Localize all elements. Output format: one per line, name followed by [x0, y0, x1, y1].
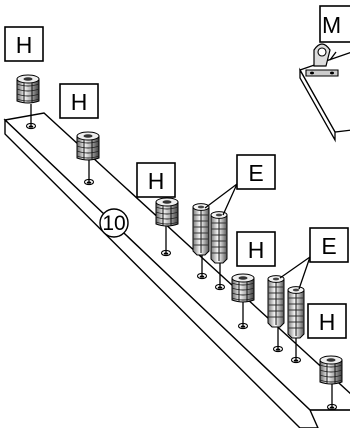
label-h: H	[236, 231, 276, 267]
svg-text:H: H	[71, 89, 88, 115]
corner-panel	[299, 43, 350, 143]
camlock-insert	[76, 131, 100, 161]
svg-text:H: H	[148, 168, 165, 194]
svg-text:M: M	[322, 12, 341, 38]
dowel-anchor	[210, 211, 228, 264]
label-h: H	[59, 83, 99, 119]
camlock-insert	[231, 273, 255, 303]
panel-10	[3, 112, 350, 428]
part-number-label: 10	[102, 212, 125, 235]
svg-text:H: H	[16, 32, 33, 58]
camlock-insert	[319, 355, 343, 385]
label-e: E	[204, 154, 276, 216]
camlock-insert	[16, 74, 40, 104]
svg-text:H: H	[319, 309, 336, 335]
label-h: H	[136, 162, 176, 198]
dowel-anchor	[287, 286, 305, 339]
svg-text:H: H	[248, 237, 265, 263]
label-e: E	[279, 227, 349, 290]
dowel-anchor	[192, 203, 210, 256]
dowel-anchor	[267, 275, 285, 328]
camlock-insert	[155, 197, 179, 227]
svg-text:E: E	[321, 233, 336, 259]
label-m: M	[319, 5, 350, 43]
label-h: H	[307, 303, 347, 339]
part-number-badge: 10	[99, 208, 129, 238]
label-h: H	[4, 26, 44, 62]
svg-text:E: E	[248, 160, 263, 186]
